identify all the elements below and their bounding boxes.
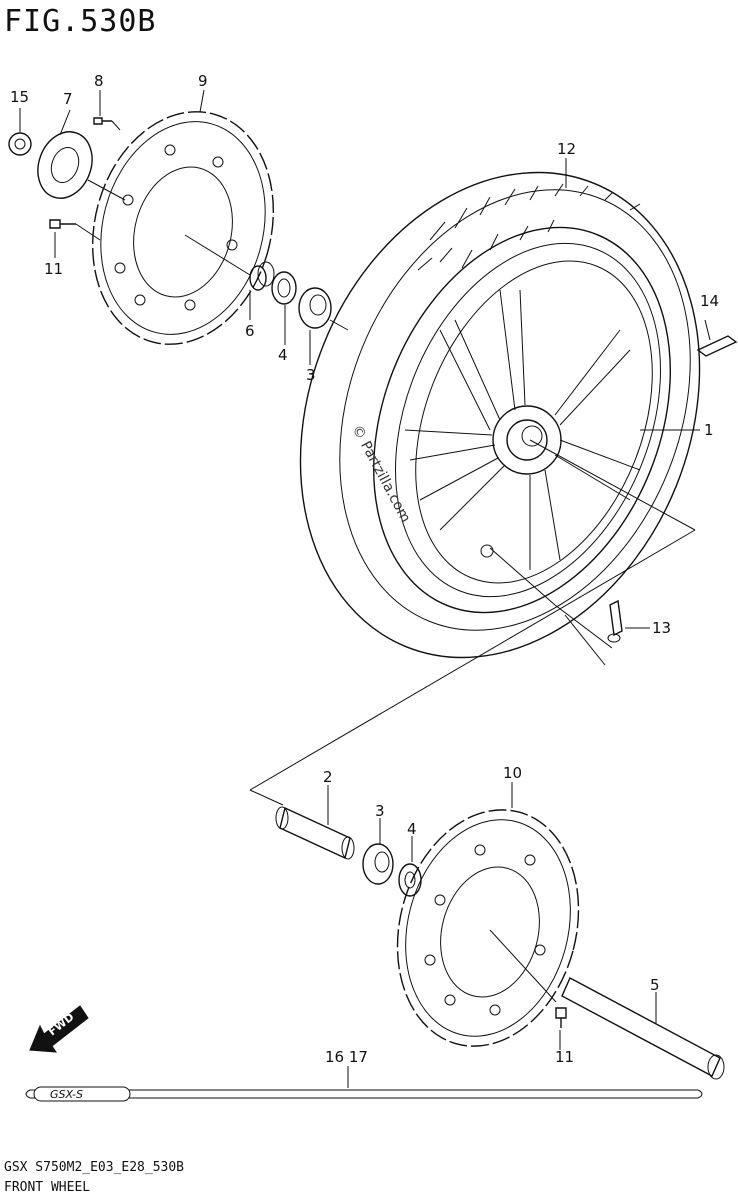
- bolt-11-lower: [555, 1007, 567, 1028]
- callout-6: 6: [245, 322, 255, 340]
- sensor-rotor-7: [37, 131, 93, 199]
- spacer-6: [249, 261, 275, 291]
- callouts: 15 7 8 9 11 6 4 3 12 14 1 13 2 10 3 4 5 …: [10, 72, 719, 1066]
- callout-3-lower: 3: [375, 802, 385, 820]
- callout-16-17: 16 17: [325, 1048, 368, 1066]
- callout-1: 1: [704, 421, 714, 439]
- balancer-weight-14: [696, 335, 738, 357]
- model-badge: GSX-S: [50, 1088, 83, 1101]
- callout-10: 10: [503, 764, 522, 782]
- callout-15: 15: [10, 88, 29, 106]
- valve-13: [607, 599, 623, 643]
- brake-disc-left: [91, 111, 275, 345]
- bearing-3-upper: [298, 287, 332, 329]
- bolt-11-upper: [49, 219, 76, 229]
- diagram-caption: FRONT WHEEL: [4, 1180, 91, 1195]
- figure-title: FIG.530B: [4, 4, 157, 39]
- callout-9: 9: [198, 72, 208, 90]
- seal-4-lower: [398, 863, 422, 897]
- callout-4-upper: 4: [278, 346, 288, 364]
- brake-disc-right: [396, 809, 580, 1047]
- callout-11-lower: 11: [555, 1048, 574, 1066]
- callout-3-upper: 3: [306, 366, 316, 384]
- tire-and-wheel: [299, 171, 701, 659]
- leader-lines: [19, 89, 711, 1088]
- watermark: © Partzilla.com: [348, 422, 413, 525]
- callout-7: 7: [63, 90, 73, 108]
- callout-14: 14: [700, 292, 719, 310]
- seal-4-upper: [271, 271, 297, 305]
- axle-5: [561, 977, 725, 1080]
- fwd-arrow: FWD: [29, 1005, 89, 1053]
- callout-8: 8: [94, 72, 104, 90]
- callout-2: 2: [323, 768, 333, 786]
- nut-15: [8, 132, 32, 156]
- spacer-tube-2: [275, 806, 355, 860]
- callout-13: 13: [652, 619, 671, 637]
- callout-5: 5: [650, 976, 660, 994]
- bearing-3-lower: [362, 843, 394, 885]
- callout-12: 12: [557, 140, 576, 158]
- bolt-8: [93, 117, 112, 125]
- model-applicability-bar: GSX-S: [25, 1086, 703, 1102]
- callout-4-lower: 4: [407, 820, 417, 838]
- callout-11-upper: 11: [44, 260, 63, 278]
- drawing-code: GSX S750M2_E03_E28_530B: [4, 1160, 185, 1175]
